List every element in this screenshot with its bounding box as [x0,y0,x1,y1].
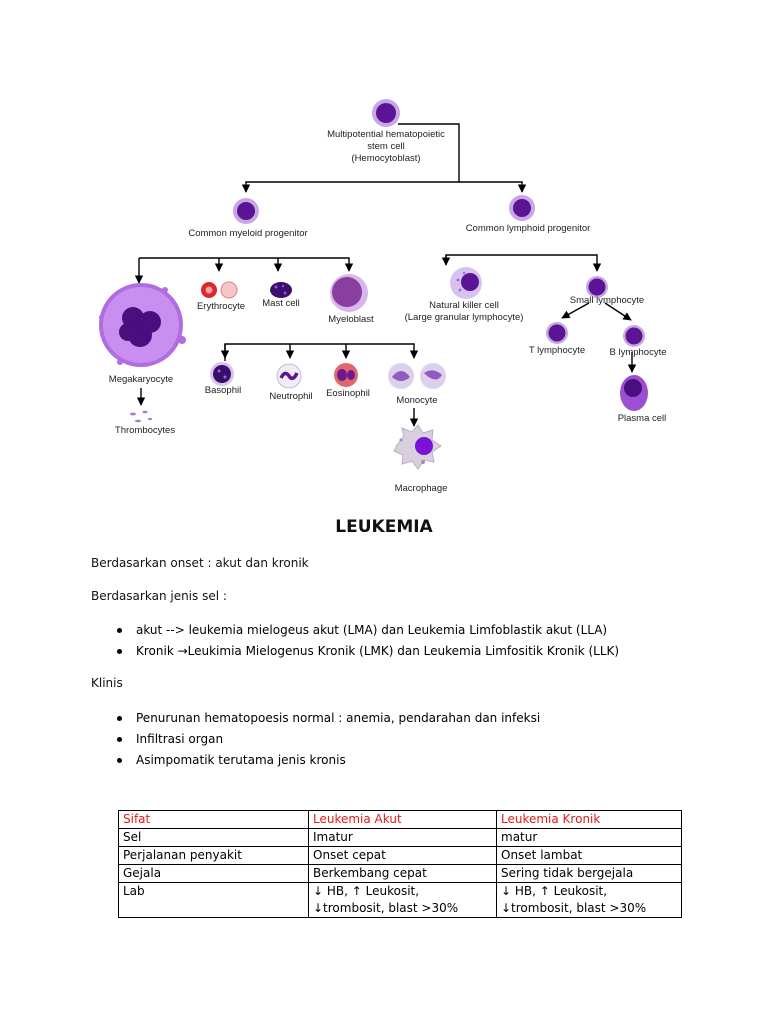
myeloblast-cell [330,274,368,312]
label-megakaryocyte: Megakaryocyte [109,374,173,385]
table-cell: ↓ HB, ↑ Leukosit, ↓trombosit, blast >30% [496,882,682,918]
label-myeloid-progenitor: Common myeloid progenitor [188,228,307,239]
table-cell: Perjalanan penyakit [118,846,309,865]
table-cell: Berkembang cepat [308,864,497,883]
label-small-lymphocyte: Small lymphocyte [570,295,644,306]
diagram-connectors [134,123,637,427]
label-plasma-cell: Plasma cell [618,413,667,424]
table-header-cell: Leukemia Kronik [496,810,682,829]
thrombocyte-cells [130,410,152,423]
label-myeloblast: Myeloblast [328,314,374,325]
table-cell: matur [496,828,682,847]
b-lymphocyte-cell [623,325,645,347]
table-cell: ↓ HB, ↑ Leukosit, ↓trombosit, blast >30% [308,882,497,918]
cell-type-item-chronic: Kronik →Leukimia Mielogenus Kronik (LMK)… [113,641,619,662]
table-header-cell: Sifat [118,810,309,829]
table-header-row: Sifat Leukemia Akut Leukemia Kronik [118,810,682,829]
label-line: (Large granular lymphocyte) [405,312,524,323]
neutrophil-cell [276,363,302,389]
table-cell: Onset lambat [496,846,682,865]
table-cell: Gejala [118,864,309,883]
label-t-lymphocyte: T lymphocyte [529,345,585,356]
label-mast-cell: Mast cell [262,298,299,309]
document-title: LEUKEMIA [335,517,433,537]
lymphoid-progenitor-cell [509,195,535,221]
klinis-item: Asimpomatik terutama jenis kronis [113,750,540,771]
label-monocyte: Monocyte [396,395,437,406]
t-lymphocyte-cell [546,322,568,344]
myeloid-progenitor-cell [233,198,259,224]
comparison-table: Sifat Leukemia Akut Leukemia Kronik Sel … [118,810,682,918]
label-natural-killer: Natural killer cell(Large granular lymph… [405,300,524,323]
table-header-cell: Leukemia Akut [308,810,497,829]
klinis-list: Penurunan hematopoesis normal : anemia, … [113,708,540,771]
label-line: (Hemocytoblast) [351,153,420,164]
table-row: Sel Imatur matur [118,828,682,847]
table-cell: Sel [118,828,309,847]
mast-cell [270,282,292,298]
label-line: Multipotential hematopoietic [327,129,445,140]
table-cell: Onset cepat [308,846,497,865]
monocyte-cells [388,363,446,389]
onset-line: Berdasarkan onset : akut dan kronik [91,556,309,570]
label-line: stem cell [367,141,404,152]
table-row: Lab ↓ HB, ↑ Leukosit, ↓trombosit, blast … [118,882,682,918]
klinis-item: Infiltrasi organ [113,729,540,750]
natural-killer-cell [450,267,482,299]
klinis-heading: Klinis [91,676,123,690]
label-eosinophil: Eosinophil [326,388,370,399]
megakaryocyte-cell [99,283,186,367]
label-neutrophil: Neutrophil [269,391,312,402]
cell-type-item-acute: akut --> leukemia mielogeus akut (LMA) d… [113,620,619,641]
table-cell: Imatur [308,828,497,847]
label-thrombocytes: Thrombocytes [115,425,175,436]
cell-type-line: Berdasarkan jenis sel : [91,589,227,603]
label-erythrocyte: Erythrocyte [197,301,245,312]
erythrocyte-cells [201,281,238,299]
klinis-item: Penurunan hematopoesis normal : anemia, … [113,708,540,729]
stem-cell [372,99,400,127]
eosinophil-cell [334,363,358,387]
table-cell: Sering tidak bergejala [496,864,682,883]
label-lymphoid-progenitor: Common lymphoid progenitor [466,223,591,234]
cell-type-list: akut --> leukemia mielogeus akut (LMA) d… [113,620,619,662]
label-basophil: Basophil [205,385,241,396]
label-b-lymphocyte: B lymphocyte [609,347,666,358]
table-row: Perjalanan penyakit Onset cepat Onset la… [118,846,682,865]
label-line: Natural killer cell [429,300,499,311]
table-row: Gejala Berkembang cepat Sering tidak ber… [118,864,682,883]
small-lymphocyte-cell [586,276,608,298]
label-macrophage: Macrophage [395,483,448,494]
table-cell: Lab [118,882,309,918]
plasma-cell [620,375,648,411]
basophil-cell [210,362,234,386]
macrophage-cell [393,424,442,470]
